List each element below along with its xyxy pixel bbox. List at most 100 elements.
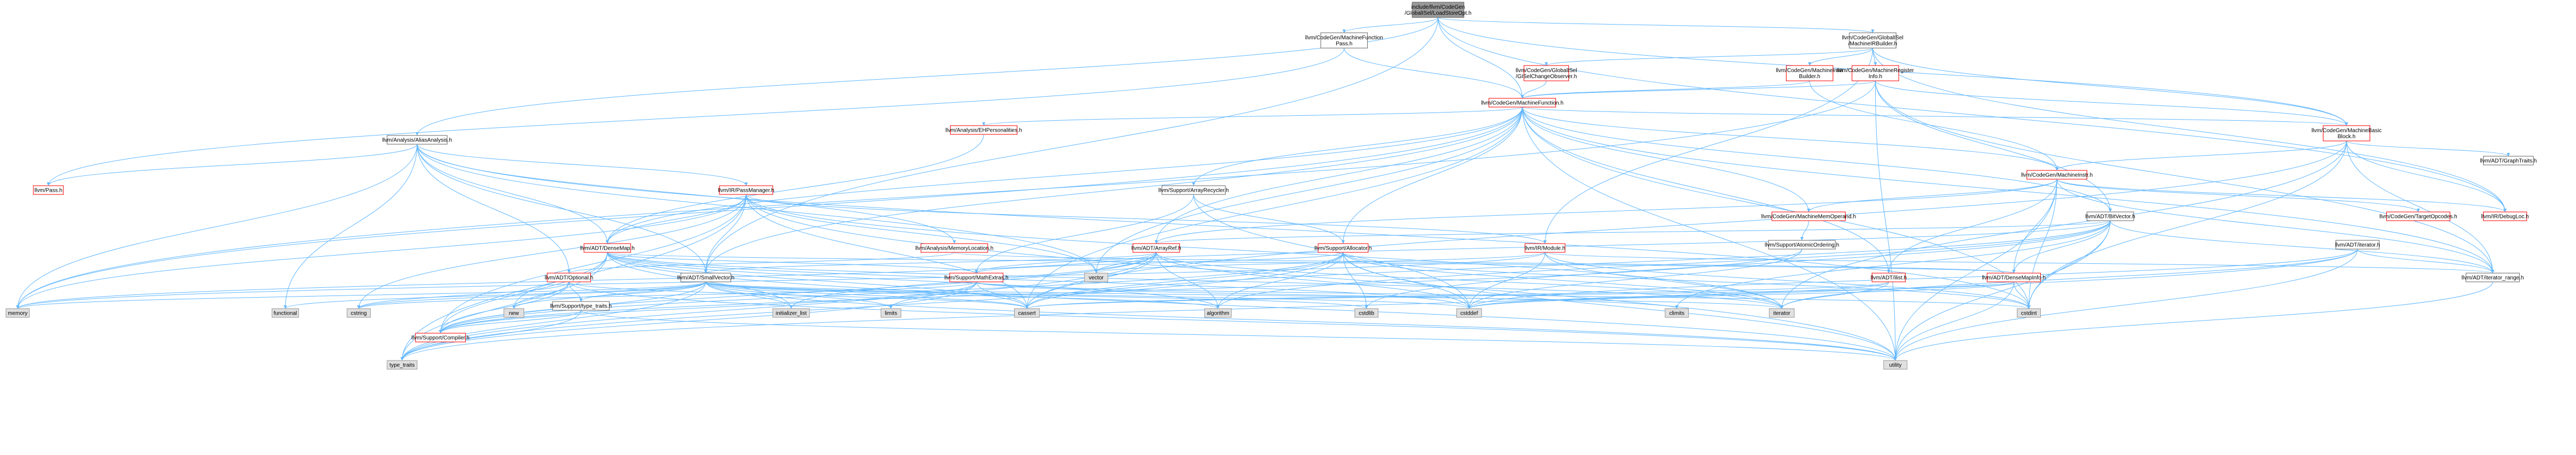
edge-densemap-to-type_traits (402, 252, 608, 361)
node-cstdlib: cstdlib (1354, 308, 1379, 318)
edge-densemap-to-mathextras (607, 252, 977, 274)
node-typetraits_support[interactable]: llvm/Support/type_traits.h (550, 301, 612, 311)
node-cassert: cassert (1014, 308, 1040, 318)
node-graphtraits[interactable]: llvm/ADT/GraphTraits.h (2480, 156, 2537, 166)
arrowhead (1780, 305, 1784, 309)
edge-machinereginfo-to-iterator_range (1875, 80, 2493, 274)
node-label: initializer_list (776, 311, 807, 317)
node-aliasanalysis[interactable]: llvm/Analysis/AliasAnalysis.h (382, 135, 452, 145)
node-compiler[interactable]: llvm/Support/Compiler.h (412, 333, 470, 342)
node-densemap[interactable]: llvm/ADT/DenseMap.h (580, 243, 635, 253)
node-pass[interactable]: llvm/Pass.h (33, 185, 64, 195)
node-densemapinfo[interactable]: llvm/ADT/DenseMapInfo.h (1982, 273, 2046, 282)
node-giselchange[interactable]: llvm/CodeGen/GlobalISel/GISelChangeObser… (1515, 65, 1577, 81)
node-atomicordering[interactable]: llvm/Support/AtomicOrdering.h (1765, 240, 1839, 250)
edge-allocator-to-iterator_std (1343, 252, 1782, 309)
node-module[interactable]: llvm/IR/Module.h (1525, 243, 1565, 253)
node-bitvector[interactable]: llvm/ADT/BitVector.h (2086, 211, 2135, 221)
edge-machinebasicblock-to-cstdint (2028, 140, 2347, 309)
node-memorylocation[interactable]: llvm/Analysis/MemoryLocation.h (915, 243, 993, 253)
node-debugloc[interactable]: llvm/IR/DebugLoc.h (2481, 211, 2529, 221)
node-optional[interactable]: llvm/ADT/Optional.h (545, 273, 593, 282)
node-iterator_range[interactable]: llvm/ADT/iterator_range.h (2462, 273, 2524, 282)
node-mathextras[interactable]: llvm/Support/MathExtras.h (944, 273, 1009, 282)
node-box (33, 185, 64, 195)
edge-densemap-to-iterator_std (607, 252, 1782, 309)
edge-smallvector-to-type_traits (402, 281, 706, 361)
edge-machinereginfo-to-machinebasicblock (1875, 80, 2347, 126)
edge-densemap-to-algorithm (607, 252, 1219, 309)
node-box (1014, 308, 1040, 318)
node-targetopcodes[interactable]: llvm/CodeGen/TargetOpcodes.h (2379, 211, 2457, 221)
node-smallvector[interactable]: llvm/ADT/SmallVector.h (677, 273, 734, 282)
node-iterator[interactable]: llvm/ADT/iterator.h (2335, 240, 2380, 250)
node-arrayref[interactable]: llvm/ADT/ArrayRef.h (1131, 243, 1181, 253)
edge-module-to-vector (1096, 252, 1545, 274)
node-machinefunction[interactable]: llvm/CodeGen/MachineFunction.h (1481, 98, 1564, 108)
node-mirbuilder_gisel[interactable]: llvm/CodeGen/GlobalISel/MachineIRBuilder… (1842, 32, 1904, 49)
node-label: limits (885, 311, 897, 317)
node-ehpersonalities[interactable]: llvm/Analysis/EHPersonalities.h (945, 125, 1022, 135)
node-label: llvm/Analysis/AliasAnalysis.h (382, 138, 452, 144)
edge-densemapinfo-to-utility (1895, 281, 2015, 361)
edge-machinefunction-to-memory (17, 107, 1523, 309)
edge-aliasanalysis-to-densemap (417, 144, 608, 244)
edge-bitvector-to-cstdint (2028, 220, 2111, 309)
edge-machinereginfo-to-machinefunction (1522, 80, 1876, 99)
node-box (1849, 32, 1896, 49)
edge-mfpass-to-pass (48, 48, 1345, 186)
edge-ilist-to-iterator_std (1781, 281, 1889, 309)
node-box (1412, 2, 1465, 18)
node-label: llvm/CodeGen/MachineInstr (1776, 68, 1843, 74)
node-label: llvm/CodeGen/MachineBasic (2311, 128, 2381, 134)
edge-iterator-to-iterator_range (2357, 249, 2493, 274)
node-passmanager[interactable]: llvm/IR/PassManager.h (718, 185, 774, 195)
node-box (271, 308, 299, 318)
edge-mirbuilder_gisel-to-giselchange (1546, 48, 1874, 66)
edge-ehpersonalities-to-densemap (607, 134, 984, 244)
edge-machinefunction-to-cstdint (1522, 107, 2029, 309)
arrowhead (579, 298, 583, 302)
edge-bitvector-to-climits (1676, 220, 2111, 309)
arrowhead (2345, 122, 2349, 126)
node-label: llvm/CodeGen/GlobalISel (1842, 35, 1903, 41)
edge-typetraits_support-to-compiler (440, 310, 582, 334)
node-box (1132, 243, 1180, 253)
node-label: include/llvm/CodeGen (1412, 4, 1465, 10)
node-label: functional (273, 311, 297, 317)
node-initializer_list: initializer_list (772, 308, 810, 318)
node-machineinstr[interactable]: llvm/CodeGen/MachineInstr.h (2021, 170, 2093, 180)
node-label: llvm/Pass.h (34, 188, 62, 194)
node-label: llvm/CodeGen/GlobalISel (1515, 68, 1577, 74)
node-label: iterator (1773, 311, 1791, 317)
node-box (504, 308, 524, 318)
node-ilist[interactable]: llvm/ADT/ilist.h (1871, 273, 1907, 282)
node-arrayrecycler[interactable]: llvm/Support/ArrayRecycler.h (1158, 185, 1229, 195)
node-box (2323, 125, 2370, 141)
edge-machineinstrbuilder-to-machineinstr (1809, 80, 2057, 171)
node-box (2017, 308, 2041, 318)
arrowhead (1871, 29, 1875, 33)
arrowhead (46, 182, 50, 186)
edge-machinefunction-to-machinememoperand (1522, 107, 1809, 212)
edge-root-to-mirbuilder_gisel (1437, 17, 1874, 33)
edge-aliasanalysis-to-vector (417, 144, 1097, 274)
arrowhead (400, 357, 404, 361)
edge-smallvector-to-algorithm (705, 281, 1219, 309)
arrowhead (1874, 62, 1877, 66)
arrowhead (567, 270, 571, 273)
node-allocator[interactable]: llvm/Support/Allocator.h (1314, 243, 1372, 253)
node-cstddef: cstddef (1456, 308, 1482, 318)
arrowhead (283, 305, 287, 309)
node-label: llvm/IR/PassManager.h (718, 188, 774, 194)
node-machinememoperand[interactable]: llvm/CodeGen/MachineMemOperand.h (1761, 211, 1856, 221)
node-root: include/llvm/CodeGen/GlobalISel/LoadStor… (1404, 2, 1472, 18)
node-box (552, 301, 610, 311)
node-label: llvm/CodeGen/TargetOpcodes.h (2379, 214, 2457, 220)
node-box (1084, 273, 1108, 282)
node-box (772, 308, 810, 318)
